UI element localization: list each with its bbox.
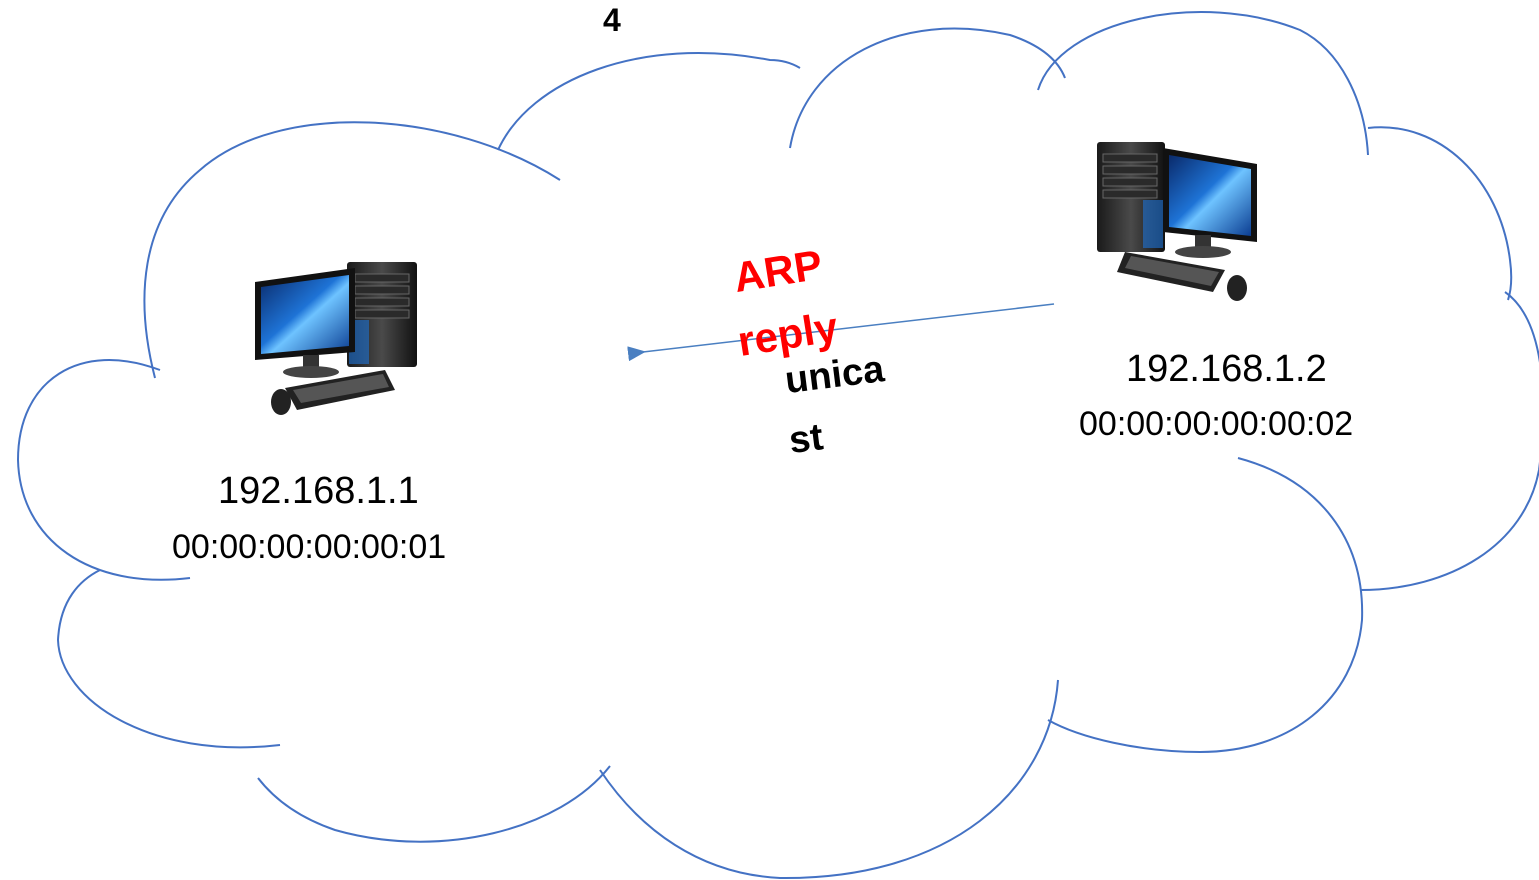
network-cloud: [16, 11, 1539, 880]
host-right-ip: 192.168.1.2: [1126, 348, 1327, 390]
desktop-computer-icon: [255, 262, 417, 415]
desktop-computer-icon: [1097, 142, 1257, 301]
arp-reply-arrow: [627, 303, 1055, 362]
message-type-line2: st: [786, 416, 826, 463]
host-left-ip: 192.168.1.1: [218, 470, 419, 512]
step-number: 4: [603, 2, 621, 38]
host-left-mac: 00:00:00:00:00:01: [172, 528, 447, 566]
host-right-mac: 00:00:00:00:00:02: [1079, 405, 1354, 443]
